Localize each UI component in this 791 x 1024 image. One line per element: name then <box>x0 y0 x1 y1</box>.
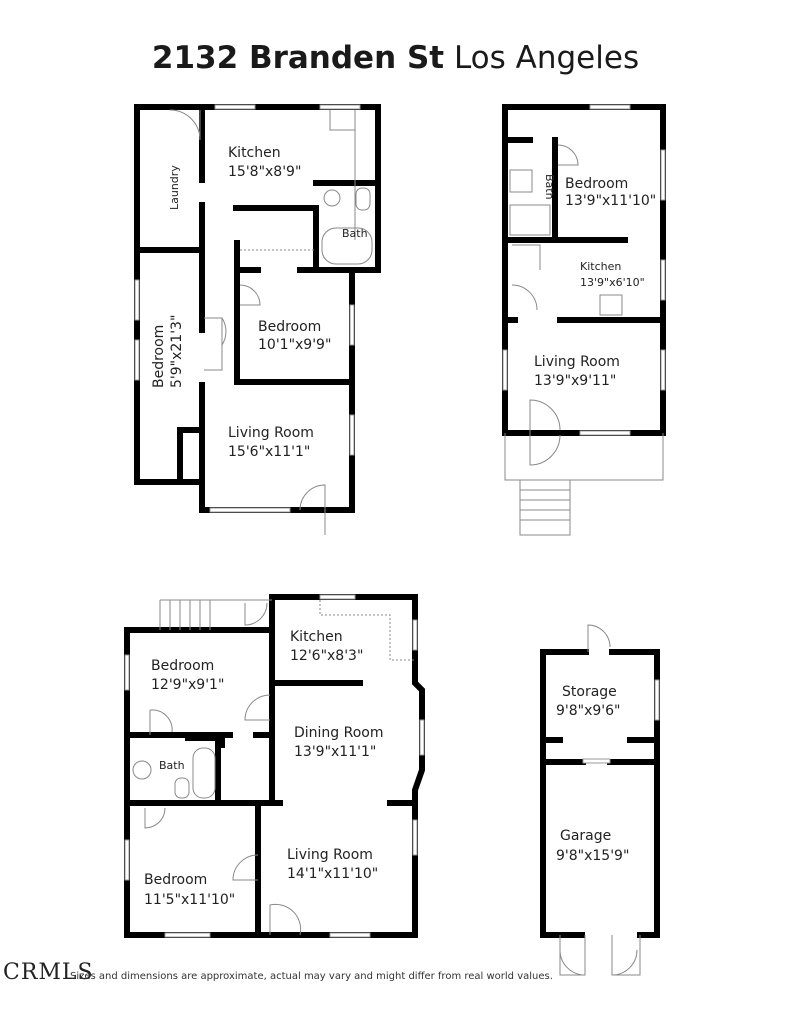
floor-plan-4: Storage 9'8"x9'6" Garage 9'8"x15'9" <box>540 624 660 976</box>
address: 2132 Branden St <box>151 40 445 76</box>
room-label: Garage <box>560 828 611 844</box>
room-dimensions: 13'9"x11'1" <box>294 744 376 760</box>
room-dimensions: 9'8"x9'6" <box>556 703 621 719</box>
room-dimensions: 12'6"x8'3" <box>290 648 363 664</box>
disclaimer: Sizes and dimensions are approximate, ac… <box>70 971 553 982</box>
room-label: Dining Room <box>294 725 384 741</box>
page-title: 2132 Branden St Los Angeles <box>0 40 791 76</box>
room-label: Bedroom <box>151 325 167 388</box>
room-dimensions: 9'8"x15'9" <box>556 848 629 864</box>
room-label: Bedroom <box>258 319 321 335</box>
room-dimensions: 5'9"x21'3" <box>169 315 185 388</box>
room-dimensions: 12'9"x9'1" <box>151 677 224 693</box>
room-label: Kitchen <box>290 629 343 645</box>
room-dimensions: 11'5"x11'10" <box>144 892 235 908</box>
floor-plan-1: Kitchen 15'8"x8'9" Laundry Bath Bedroom … <box>134 104 381 535</box>
room-label: Kitchen <box>580 260 621 273</box>
room-dimensions: 14'1"x11'10" <box>287 866 378 882</box>
room-label: Bath <box>159 759 185 772</box>
room-label: Laundry <box>168 165 181 210</box>
room-dimensions: 13'9"x11'10" <box>565 193 656 209</box>
crmls-logo: CRMLS <box>3 960 94 985</box>
room-dimensions: 15'6"x11'1" <box>228 444 310 460</box>
room-dimensions: 10'1"x9'9" <box>258 337 331 353</box>
city: Los Angeles <box>453 40 640 76</box>
floor-plan-2: Bath Bedroom 13'9"x11'10" Kitchen 13'9"x… <box>502 104 666 536</box>
room-label: Living Room <box>228 425 314 441</box>
room-dimensions: 13'9"x9'11" <box>534 373 616 389</box>
room-label: Bath <box>342 227 368 240</box>
floor-plan-3: Kitchen 12'6"x8'3" Bedroom 12'9"x9'1" Di… <box>124 594 425 938</box>
room-label: Bath <box>543 174 556 200</box>
room-label: Living Room <box>534 354 620 370</box>
room-label: Kitchen <box>228 145 281 161</box>
room-dimensions: 15'8"x8'9" <box>228 164 301 180</box>
room-label: Living Room <box>287 847 373 863</box>
room-label: Bedroom <box>565 176 628 192</box>
room-dimensions: 13'9"x6'10" <box>580 276 645 289</box>
room-label: Storage <box>562 684 617 700</box>
room-label: Bedroom <box>144 872 207 888</box>
room-label: Bedroom <box>151 658 214 674</box>
